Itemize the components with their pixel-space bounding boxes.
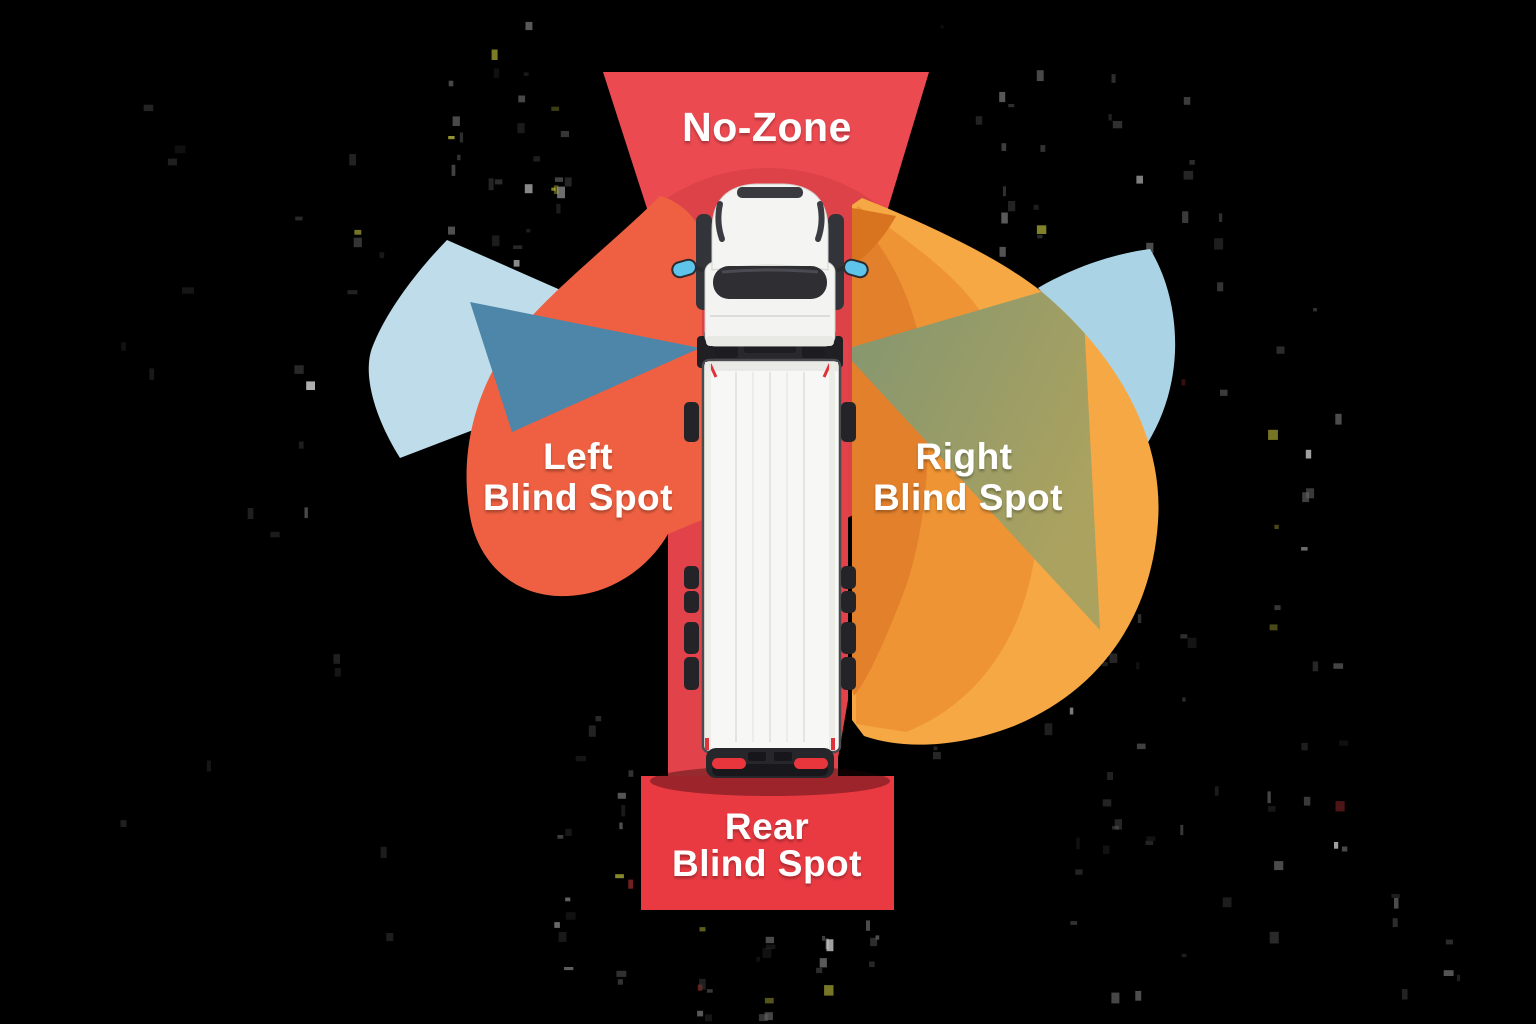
left-mirror-icon — [671, 258, 704, 279]
wheel-right-2 — [841, 591, 856, 613]
trailer-shade-right — [829, 362, 835, 750]
rear-bumper-block-right — [774, 752, 792, 761]
wheel-right-front — [841, 402, 856, 442]
wheel-left-4 — [684, 657, 699, 690]
right-blind-spot-corner — [852, 208, 896, 262]
left-mirror-beam — [470, 302, 700, 432]
windshield-highlight — [721, 268, 819, 274]
truck-hood — [711, 183, 829, 271]
truck-trailer — [701, 358, 842, 754]
wheel-left-front — [684, 402, 699, 442]
trailer-front-edge — [705, 362, 838, 371]
cab-front-bumper — [706, 336, 834, 346]
right-mirror-fan — [1038, 249, 1176, 444]
rear-blind-spot-label-line1: Rear — [725, 806, 809, 847]
left-blind-spot-label-line1: Left — [543, 436, 613, 477]
hood-vent-right — [815, 201, 825, 242]
right-mirror-beam — [852, 280, 1100, 630]
rear-blind-spot-area — [641, 776, 894, 910]
no-zone-label: No-Zone — [682, 104, 852, 150]
rear-bumper-block-left — [748, 752, 766, 761]
trailer-marker-rear-right — [831, 738, 835, 750]
wheel-right-4 — [841, 657, 856, 690]
trailer-shade-left — [705, 362, 711, 750]
trailer-panel-lines — [735, 372, 805, 742]
roof-vent — [737, 187, 803, 198]
rear-blind-spot-label-line2: Blind Spot — [672, 843, 862, 884]
trailer-wheels — [684, 402, 856, 690]
truck — [671, 183, 869, 778]
wheel-left-1 — [684, 566, 699, 589]
wheel-left-3 — [684, 622, 699, 654]
left-blind-spot-label-line2: Blind Spot — [483, 477, 673, 518]
windshield — [713, 266, 827, 299]
right-blind-spot-label-line1: Right — [915, 436, 1012, 477]
wheel-right-1 — [841, 566, 856, 589]
taillight-left — [712, 758, 746, 769]
taillight-right — [794, 758, 828, 769]
right-mirror-icon — [836, 258, 869, 279]
right-blind-spot-label-line2: Blind Spot — [873, 477, 1063, 518]
wheel-right-3 — [841, 622, 856, 654]
wheel-left-2 — [684, 591, 699, 613]
trailer-marker-rear-left — [705, 738, 709, 750]
hood-vent-left — [715, 201, 725, 242]
